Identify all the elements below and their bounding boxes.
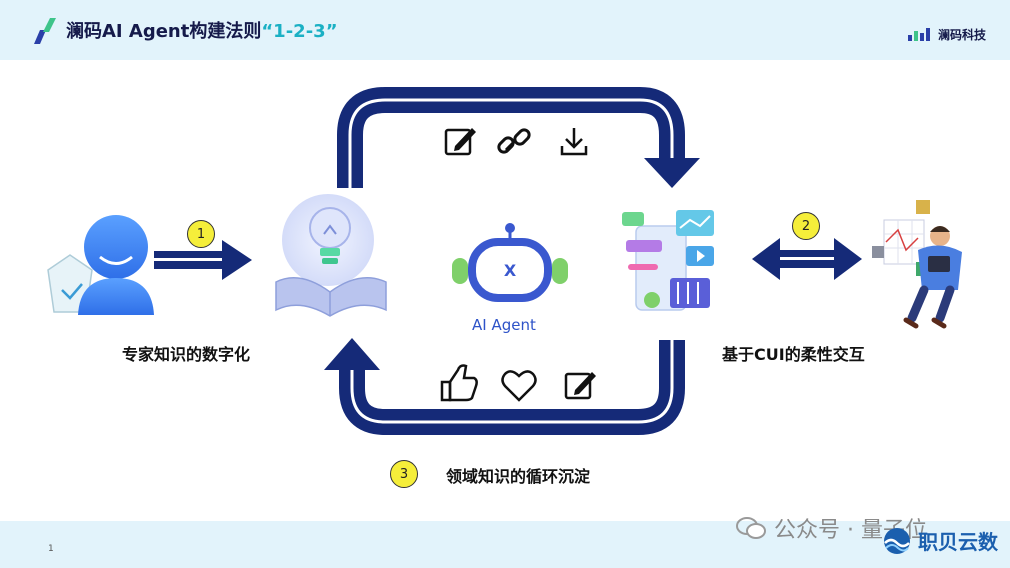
ai-agent-label: AI Agent: [472, 316, 536, 334]
step1-label: 专家知识的数字化: [122, 345, 251, 364]
ai-agent-robot-icon: X: [452, 223, 568, 302]
edit-icon: [564, 372, 596, 400]
page-title: 澜码AI Agent构建法则“1-2-3”: [66, 17, 338, 43]
page-number: 1: [48, 544, 54, 554]
svg-text:X: X: [504, 261, 517, 280]
logo-icon: [34, 18, 56, 44]
step1-arrow: [154, 240, 252, 280]
step1-badge: 1: [187, 220, 215, 248]
step3-badge: 3: [390, 460, 418, 488]
wechat-icon: [736, 517, 766, 539]
cui-interface-icon: [622, 210, 714, 311]
footer-bar: [0, 521, 1010, 568]
step3-label: 领域知识的循环沉淀: [446, 467, 591, 486]
step2-badge: 2: [792, 212, 820, 240]
title-highlight: “1-2-3”: [261, 21, 338, 42]
watermark-secondary: 职贝云数: [880, 526, 998, 555]
expert-person-icon: [47, 215, 154, 315]
knowledge-book-bulb-icon: [275, 194, 387, 317]
brand-name: 澜码科技: [938, 27, 987, 42]
brand-logo: 澜码科技: [908, 24, 986, 44]
step2-label: 基于CUI的柔性交互: [722, 345, 865, 364]
bottom-loop-arrow: [324, 338, 685, 435]
watermark-secondary-text: 职贝云数: [918, 530, 998, 554]
download-icon: [560, 128, 588, 156]
interacting-user-icon: [872, 200, 962, 329]
link-icon: [497, 128, 531, 154]
brand-bars-icon: [908, 28, 930, 41]
title-main: 澜码AI Agent构建法则: [66, 21, 262, 42]
wave-logo-icon: [884, 527, 910, 554]
edit-icon: [444, 128, 476, 156]
step2-double-arrow: [752, 238, 862, 280]
header-bar: [0, 0, 1010, 60]
top-loop-arrow: [337, 87, 700, 188]
thumbs-up-icon: [440, 364, 478, 402]
heart-icon: [501, 370, 537, 402]
